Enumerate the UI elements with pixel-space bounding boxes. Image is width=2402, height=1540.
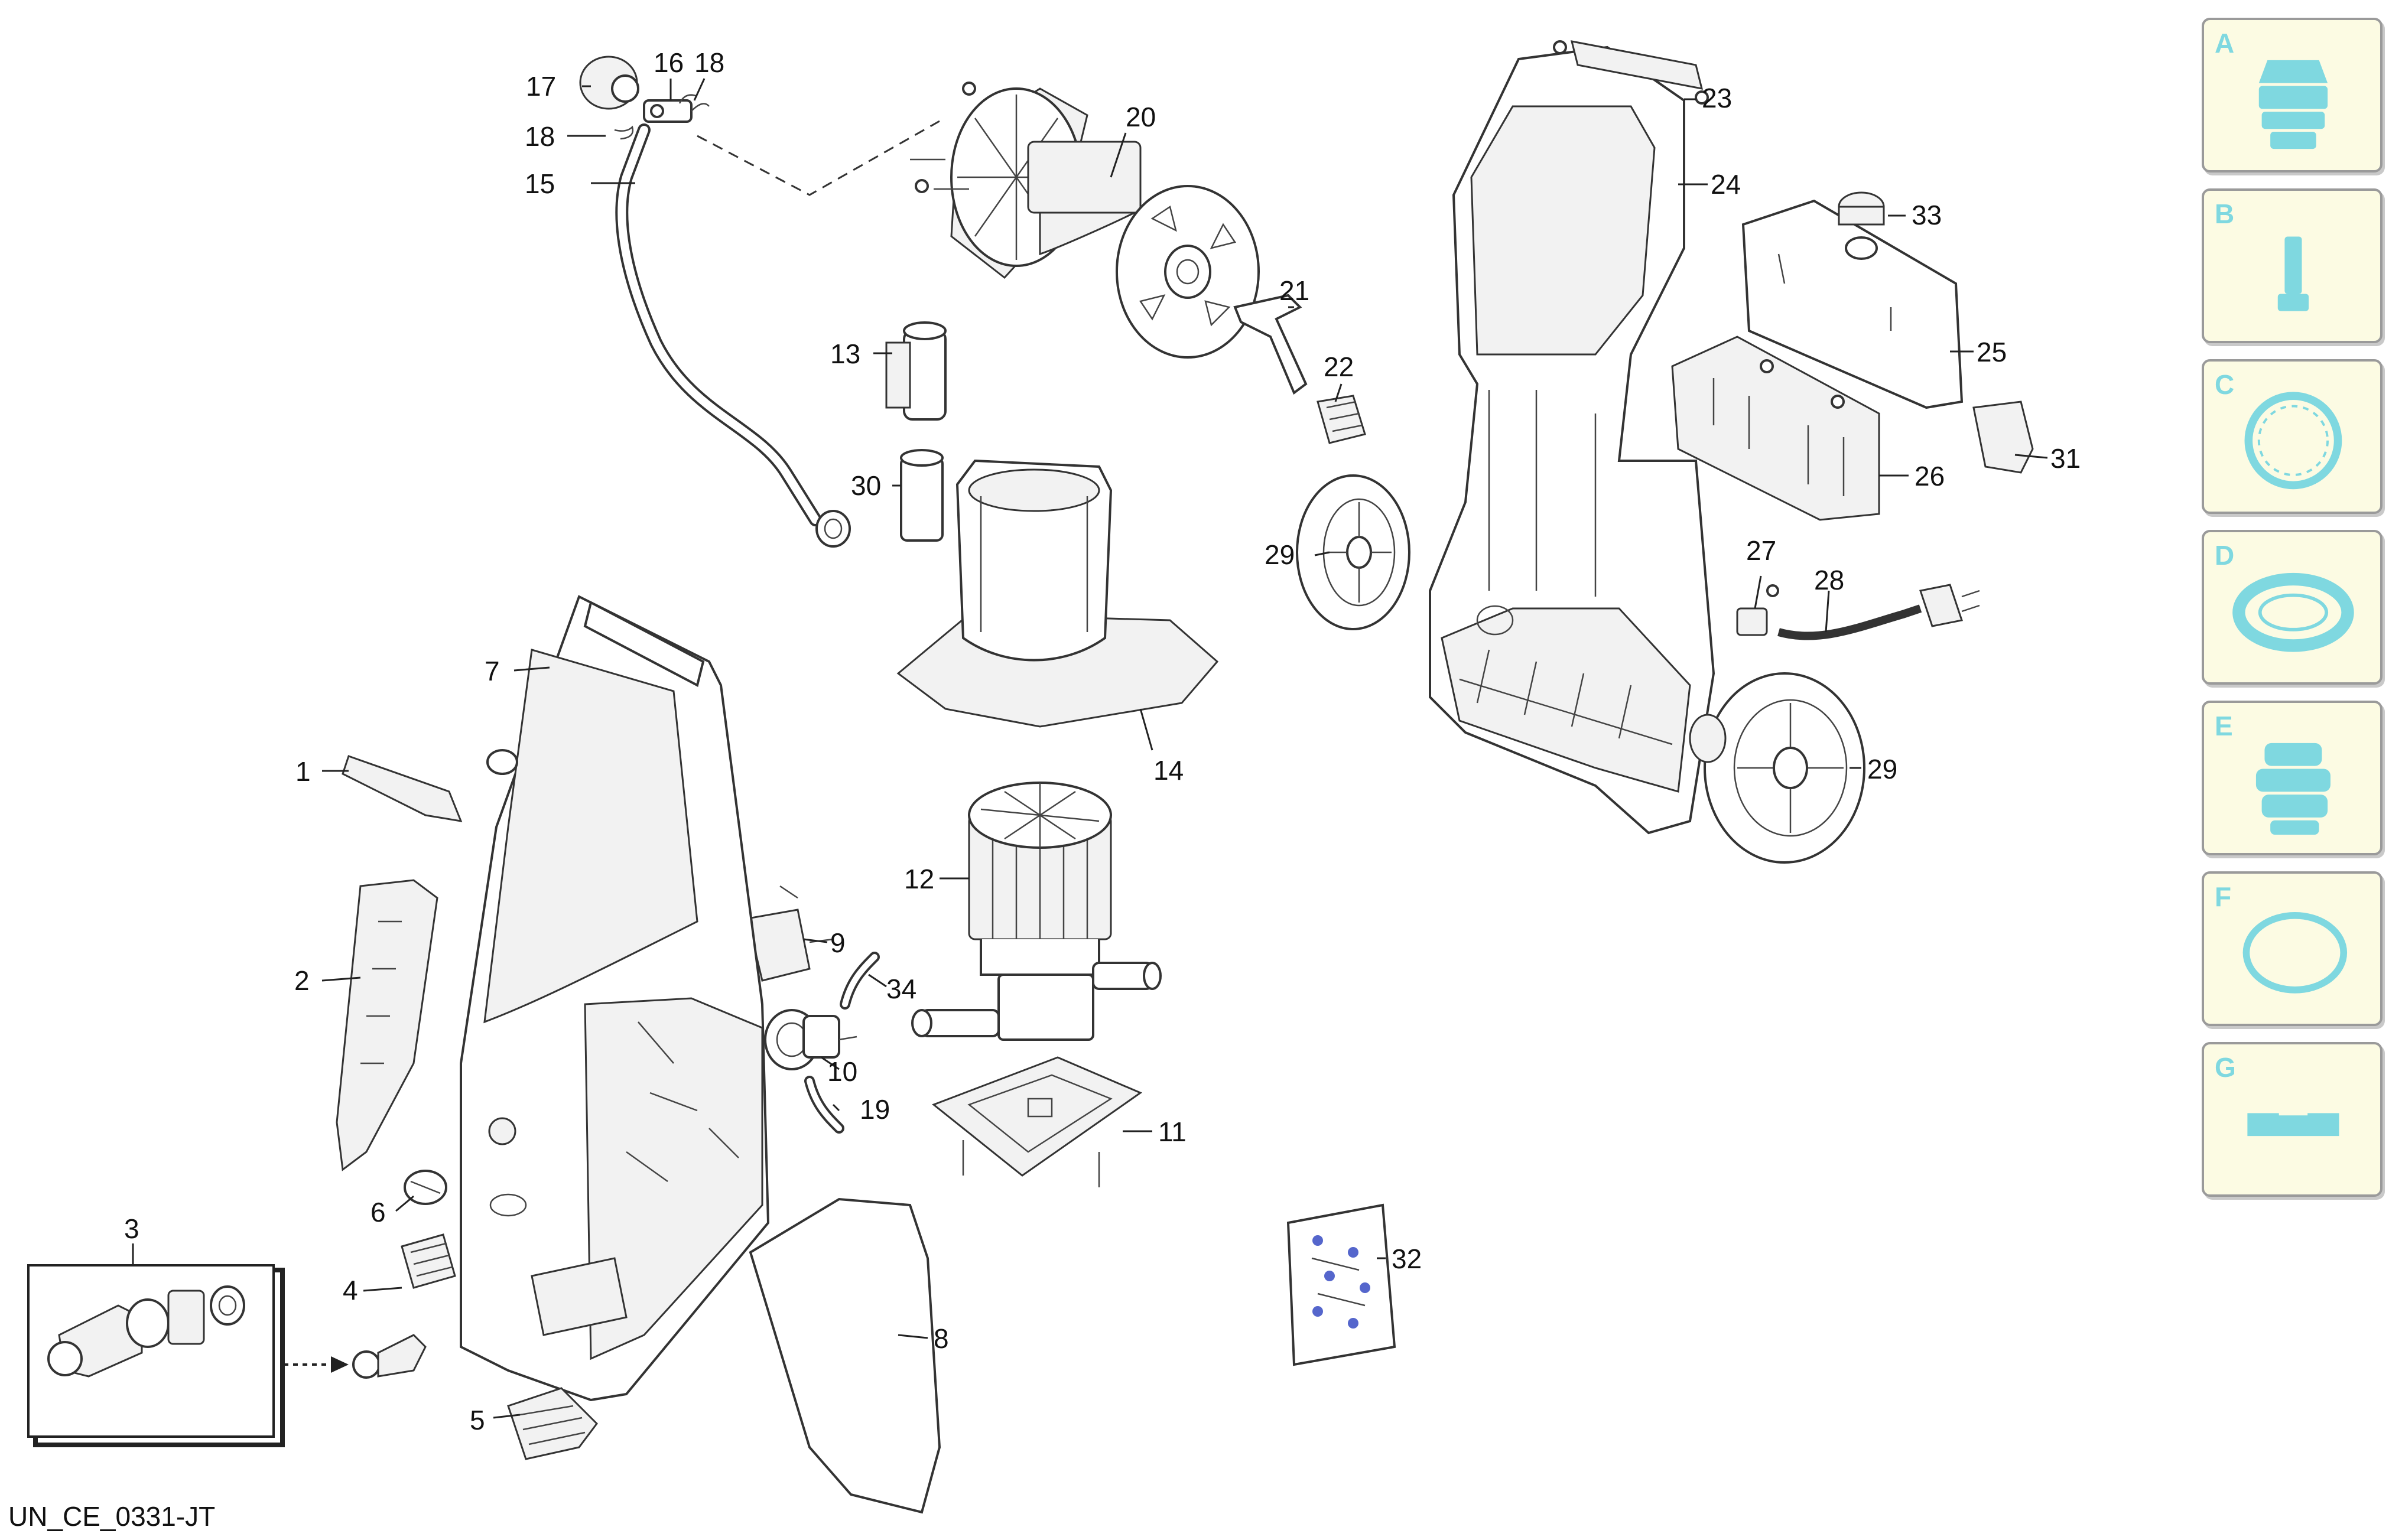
category-a-button[interactable]: A <box>2202 18 2383 172</box>
callout-8: 8 <box>934 1323 949 1354</box>
part-25-detergent-tank[interactable] <box>1741 199 1964 409</box>
category-b-button[interactable]: B <box>2202 188 2383 343</box>
category-c-button[interactable]: C <box>2202 359 2383 514</box>
part-18-clip-upper[interactable] <box>678 94 698 104</box>
piston-icon <box>2277 236 2309 311</box>
category-letter: A <box>2215 28 2235 58</box>
part-29-wheel-left[interactable] <box>1296 474 1410 630</box>
callout-14: 14 <box>1153 755 1184 786</box>
callout-11: 11 <box>1158 1116 1187 1147</box>
pump-head-icon <box>2258 60 2328 149</box>
callout-6: 6 <box>370 1197 386 1228</box>
callout-9: 9 <box>830 927 846 958</box>
part-4-grille[interactable] <box>401 1233 456 1289</box>
callout-24: 24 <box>1711 169 1741 200</box>
callout-16: 16 <box>654 47 684 78</box>
part-9-switch[interactable] <box>746 885 834 982</box>
part-5-vent-cover[interactable] <box>507 1387 598 1460</box>
part-15-hose[interactable] <box>615 123 851 548</box>
o-ring-icon <box>2242 911 2348 994</box>
part-21-crank[interactable] <box>1233 294 1308 395</box>
callout-21: 21 <box>1279 275 1309 306</box>
callout-30: 30 <box>851 470 881 501</box>
part-26-hose-holder[interactable] <box>1671 336 1880 521</box>
callout-3: 3 <box>124 1213 139 1244</box>
callout-12: 12 <box>904 864 934 894</box>
callout-20: 20 <box>1126 102 1156 132</box>
category-g-button[interactable]: G <box>2202 1042 2383 1197</box>
callout-26: 26 <box>1915 461 1945 491</box>
part-3-inlet-coupler-box[interactable] <box>27 1264 285 1447</box>
callout-13: 13 <box>830 338 860 369</box>
part-2-side-panel[interactable] <box>336 879 438 1171</box>
callout-31: 31 <box>2050 443 2081 474</box>
part-6-knob[interactable] <box>404 1170 447 1205</box>
part-22-grip[interactable] <box>1317 395 1366 444</box>
callout-10: 10 <box>827 1056 857 1087</box>
part-29-wheel-right[interactable] <box>1689 672 1865 864</box>
callout-1: 1 <box>295 756 311 787</box>
category-letter: G <box>2215 1052 2236 1083</box>
part-23-top-handle[interactable] <box>1553 40 1709 105</box>
callout-27: 27 <box>1746 535 1776 566</box>
callout-17: 17 <box>526 71 556 102</box>
category-letter: F <box>2215 881 2232 912</box>
seal-ring-icon <box>2244 392 2342 490</box>
part-31-clip-bracket[interactable] <box>1972 401 2034 474</box>
inlet-coupler-small[interactable] <box>352 1334 427 1379</box>
part-28-power-cord[interactable] <box>1777 584 1980 640</box>
diagram-code: UN_CE_0331-JT <box>8 1501 216 1532</box>
part-18-clip-lower[interactable] <box>614 125 634 140</box>
part-34-hose-short[interactable] <box>840 952 880 1010</box>
callout-33: 33 <box>1912 200 1942 230</box>
callout-18b: 18 <box>525 121 555 152</box>
callout-4: 4 <box>343 1275 358 1305</box>
callout-18a: 18 <box>694 47 724 78</box>
category-letter: B <box>2215 198 2235 229</box>
part-13-capacitor[interactable] <box>885 321 947 421</box>
callout-28: 28 <box>1814 565 1844 595</box>
callout-32: 32 <box>1392 1243 1422 1274</box>
part-20-hose-reel[interactable] <box>910 82 1260 359</box>
part-7-front-housing[interactable] <box>460 595 770 1402</box>
part-16-tee-fitting[interactable] <box>643 99 710 123</box>
part-33-tank-cap[interactable] <box>1838 191 1885 260</box>
part-8-rear-cover[interactable] <box>749 1197 941 1514</box>
part-17-reel-knob[interactable] <box>579 56 639 110</box>
valve-icon <box>2255 743 2331 835</box>
category-e-button[interactable]: E <box>2202 701 2383 855</box>
part-12-motor[interactable] <box>911 782 1162 1041</box>
part-19-hose-lower[interactable] <box>804 1076 844 1134</box>
callout-22: 22 <box>1324 351 1354 382</box>
callout-34: 34 <box>886 974 916 1004</box>
callout-15: 15 <box>525 168 555 199</box>
callout-2: 2 <box>294 965 310 996</box>
callout-29a: 29 <box>1265 539 1295 570</box>
callout-labels: 1 2 3 4 5 6 7 8 9 10 11 12 13 14 15 16 1… <box>124 47 2081 1435</box>
callout-25: 25 <box>1977 337 2007 367</box>
category-letter: C <box>2215 369 2235 400</box>
part-11-base-plate[interactable] <box>932 1056 1143 1187</box>
callout-5: 5 <box>470 1405 485 1435</box>
callout-19: 19 <box>860 1094 890 1125</box>
part-14-motor-housing[interactable] <box>896 459 1219 728</box>
category-sidebar: A B C D E <box>2202 18 2385 1213</box>
part-30-filter-cartridge[interactable] <box>900 449 944 542</box>
part-32-screw-bag[interactable] <box>1286 1203 1396 1366</box>
category-letter: E <box>2215 711 2233 741</box>
callout-23: 23 <box>1702 83 1732 113</box>
callout-7: 7 <box>485 656 500 686</box>
part-1-handle-cover[interactable] <box>342 755 463 822</box>
callout-29b: 29 <box>1867 754 1897 784</box>
leader-lines <box>132 78 2048 1419</box>
part-24-main-frame[interactable] <box>1429 45 1715 835</box>
category-f-button[interactable]: F <box>2202 871 2383 1026</box>
category-d-button[interactable]: D <box>2202 530 2383 685</box>
category-letter: D <box>2215 540 2235 571</box>
part-27-strain-relief[interactable] <box>1736 584 1779 636</box>
gasket-icon <box>2232 572 2354 652</box>
plate-icon <box>2247 1107 2339 1137</box>
